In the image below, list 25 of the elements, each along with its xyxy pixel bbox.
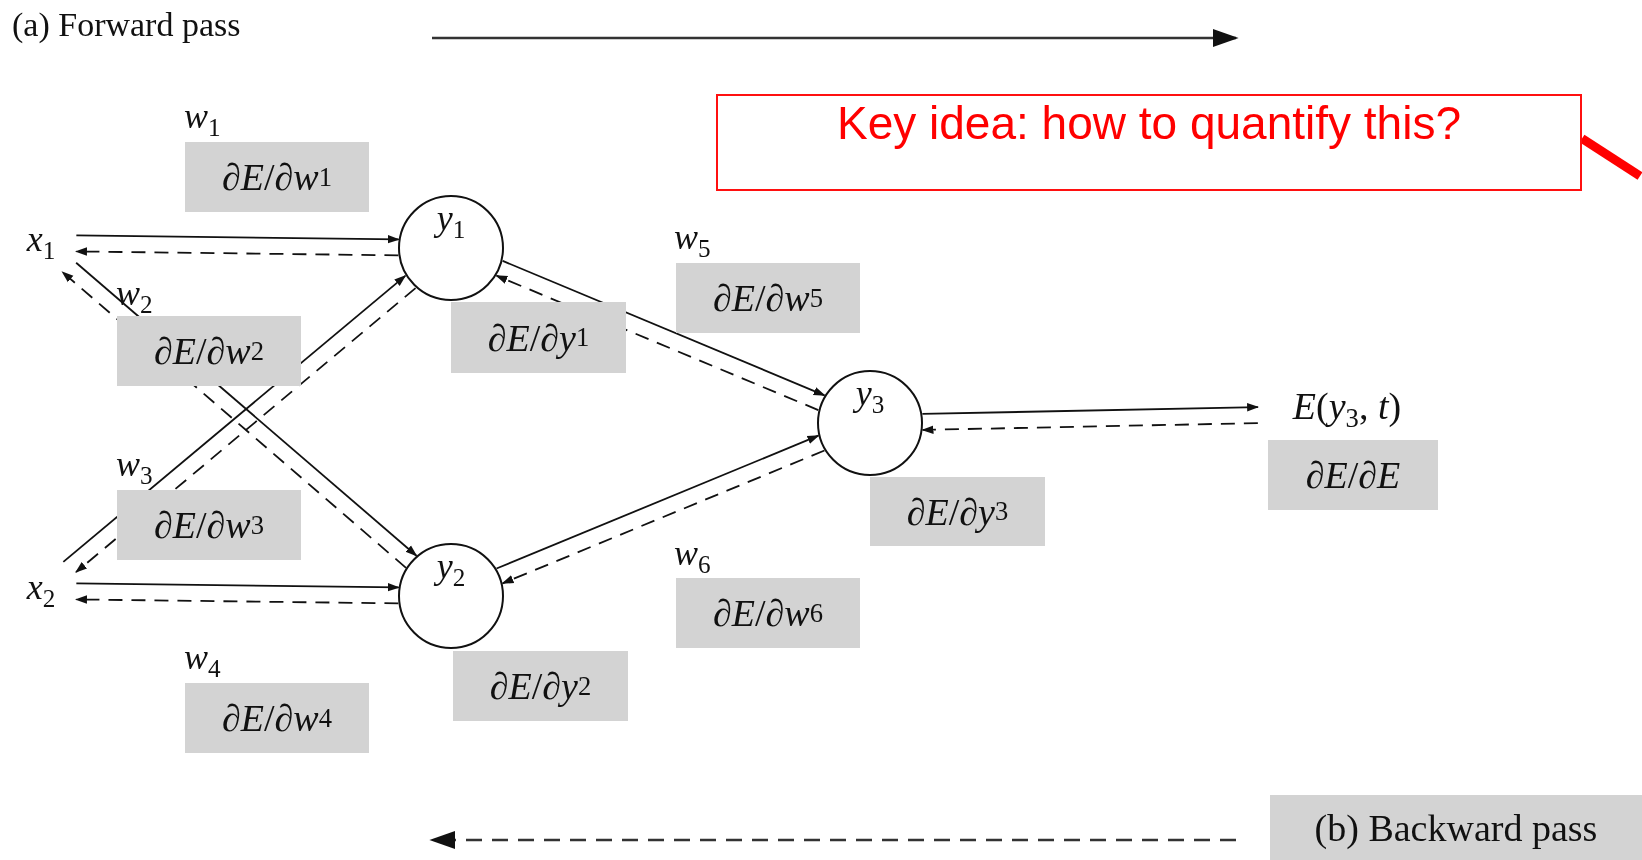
arrow (921, 403, 1260, 415)
weight-label: w$_{1}$ (184, 95, 222, 141)
weight-label: w$_{4}$ (184, 636, 222, 682)
variable-label: x$_{1}$ (10, 218, 72, 268)
arrow (495, 434, 820, 570)
callout-box: Key idea: how to quantify this? (716, 94, 1582, 191)
arrow (921, 422, 1259, 434)
arrow (75, 234, 400, 244)
weight-label: w$_{6}$ (674, 532, 712, 578)
arrow (501, 260, 826, 397)
weight-label: w$_{5}$ (674, 216, 712, 262)
weight-label: w$_{3}$ (116, 443, 154, 489)
arrow (75, 582, 400, 592)
neuron-circle: y$_{3}$ (817, 370, 923, 476)
variable-label: E(y$_{3}$, t) (1262, 384, 1432, 436)
neuron-circle: y$_{2}$ (398, 543, 504, 649)
weight-label: w$_{2}$ (116, 272, 154, 316)
arrow (74, 247, 400, 257)
neuron-circle: y$_{1}$ (398, 195, 504, 301)
arrow (501, 449, 826, 585)
panel-title: (b) Backward pass (1270, 795, 1642, 860)
gradient-label: ∂E/∂E (1268, 440, 1438, 510)
panel-title: (a) Forward pass (12, 6, 242, 45)
variable-label: x$_{2}$ (10, 566, 72, 616)
arrow (74, 595, 400, 605)
